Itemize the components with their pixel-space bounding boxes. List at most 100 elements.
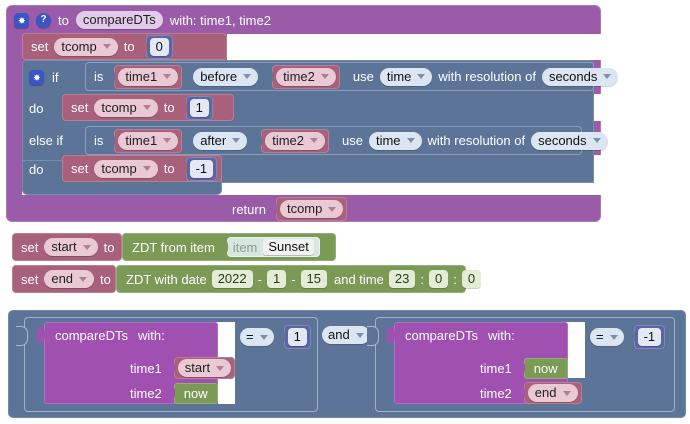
variable-dropdown-time2[interactable]: time2 [276, 67, 336, 86]
if-row[interactable]: if [29, 64, 59, 90]
condition-block-before[interactable]: is time1 before time2 use time with reso… [85, 62, 619, 91]
year-field[interactable]: 2022 [211, 270, 253, 288]
to-label: to [58, 12, 69, 28]
set-end-statement[interactable]: set end to [12, 265, 116, 293]
arg1-label: time1 [130, 360, 162, 376]
to-label: to [163, 161, 175, 176]
number-field[interactable]: -1 [189, 159, 214, 178]
month-field[interactable]: 1 [266, 270, 287, 288]
variable-dropdown-tcomp[interactable]: tcomp [279, 200, 344, 218]
is-label: is [94, 69, 104, 84]
day-field[interactable]: 15 [300, 270, 327, 288]
if-label: if [52, 69, 59, 85]
arg2-label: time2 [480, 385, 512, 401]
number-field[interactable]: 1 [189, 98, 209, 117]
variable-dropdown-tcomp[interactable]: tcomp [94, 159, 158, 178]
variable-dropdown-start[interactable]: start [177, 359, 232, 377]
set-start-statement[interactable]: set start to [12, 233, 122, 261]
now-block[interactable]: now [523, 357, 568, 379]
call-arg1-row-2: time1 now [480, 357, 568, 379]
item-label: item [232, 239, 258, 255]
number-field[interactable]: -1 [637, 328, 662, 346]
resolution-dropdown[interactable]: seconds [541, 67, 619, 86]
variable-dropdown-end[interactable]: end [527, 384, 578, 402]
chevron-down-icon [82, 244, 91, 250]
time-separator: : [420, 271, 424, 287]
variable-dropdown-end[interactable]: end [44, 270, 95, 288]
chevron-down-icon [603, 74, 612, 79]
to-label: to [100, 271, 111, 287]
number-block-0[interactable]: 0 [145, 34, 173, 59]
number-block-compare-1[interactable]: 1 [283, 325, 311, 349]
variable-dropdown-time1[interactable]: time1 [118, 131, 179, 150]
equals-operator-dropdown[interactable]: = [240, 328, 274, 346]
procedure-name-field[interactable]: compareDTs [75, 11, 163, 29]
item-value-field[interactable]: Sunset [263, 239, 314, 255]
hour-field[interactable]: 23 [388, 270, 416, 288]
return-label: return [232, 201, 266, 217]
now-block[interactable]: now [173, 382, 218, 404]
number-block-minus1[interactable]: -1 [185, 156, 218, 181]
comparison-operator-dropdown[interactable]: after [193, 131, 248, 150]
call-arg2-row-1: time2 now [130, 382, 218, 404]
variable-block-time1[interactable]: time1 [114, 64, 183, 89]
chevron-down-icon [232, 138, 241, 143]
second-field[interactable]: 0 [461, 270, 482, 288]
procedure-header[interactable]: ? to compareDTs with: time1, time2 [14, 8, 271, 32]
chevron-down-icon [142, 105, 151, 110]
variable-block-time1[interactable]: time1 [114, 128, 183, 153]
variable-dropdown-tcomp[interactable]: tcomp [54, 37, 118, 56]
number-field[interactable]: 0 [149, 37, 169, 56]
number-block-1[interactable]: 1 [185, 95, 213, 120]
variable-dropdown-time2[interactable]: time2 [265, 131, 325, 150]
elseif-label: else if [29, 133, 63, 148]
use-unit-dropdown[interactable]: time [379, 67, 433, 86]
date-separator: - [291, 271, 296, 287]
time-separator: : [453, 271, 457, 287]
minute-field[interactable]: 0 [428, 270, 449, 288]
variable-block-end[interactable]: end [523, 382, 582, 404]
variable-dropdown-tcomp[interactable]: tcomp [94, 98, 158, 117]
call-name-label: compareDTs [55, 327, 128, 343]
chevron-down-icon [562, 390, 571, 396]
set-label: set [21, 239, 39, 255]
set-tcomp-statement[interactable]: set tcomp to 0 [22, 33, 227, 60]
resolution-dropdown[interactable]: seconds [531, 131, 608, 150]
chevron-down-icon [163, 138, 172, 143]
use-unit-dropdown[interactable]: time [368, 131, 422, 150]
do-set-tcomp-1[interactable]: set tcomp to 1 [62, 94, 234, 121]
use-label: use [352, 69, 374, 84]
resolution-label: with resolution of [438, 69, 536, 84]
comparison-operator-row-1[interactable]: = 1 [240, 325, 311, 349]
chevron-down-icon [592, 138, 601, 143]
equals-operator-dropdown[interactable]: = [590, 328, 624, 346]
gear-icon[interactable] [14, 12, 29, 28]
variable-block-time2[interactable]: time2 [272, 64, 340, 89]
variable-dropdown-time1[interactable]: time1 [118, 67, 179, 86]
to-label: to [123, 39, 135, 54]
condition-block-after[interactable]: is time1 after time2 use time with resol… [85, 126, 608, 155]
comparison-operator-dropdown[interactable]: before [193, 67, 259, 86]
chevron-down-icon [310, 138, 318, 143]
zdt-from-item-block[interactable]: ZDT from item item Sunset [122, 233, 336, 261]
variable-dropdown-start[interactable]: start [44, 238, 98, 256]
variable-block-start[interactable]: start [173, 357, 236, 379]
and-operator-wrap[interactable]: and [322, 326, 370, 344]
gear-icon[interactable] [29, 69, 44, 85]
variable-block-time2[interactable]: time2 [261, 128, 329, 153]
chevron-down-icon [320, 74, 329, 79]
now-label: now [533, 360, 558, 376]
variable-block-tcomp-return[interactable]: tcomp [275, 197, 348, 221]
do-set-tcomp-2[interactable]: set tcomp to -1 [62, 155, 222, 182]
set-label: set [71, 161, 89, 176]
number-block-compare-2[interactable]: -1 [633, 325, 666, 349]
help-icon[interactable]: ? [36, 12, 51, 28]
number-field[interactable]: 1 [287, 328, 307, 346]
comparison-operator-row-2[interactable]: = -1 [590, 325, 666, 349]
call-arg1-row-1: time1 start [130, 357, 236, 379]
return-row[interactable]: return tcomp [232, 197, 348, 221]
zdt-with-date-block[interactable]: ZDT with date 2022 - 1 - 15 and time 23 … [116, 265, 482, 293]
item-block-sunset[interactable]: item Sunset [226, 237, 320, 257]
and-operator-dropdown[interactable]: and [322, 326, 370, 344]
